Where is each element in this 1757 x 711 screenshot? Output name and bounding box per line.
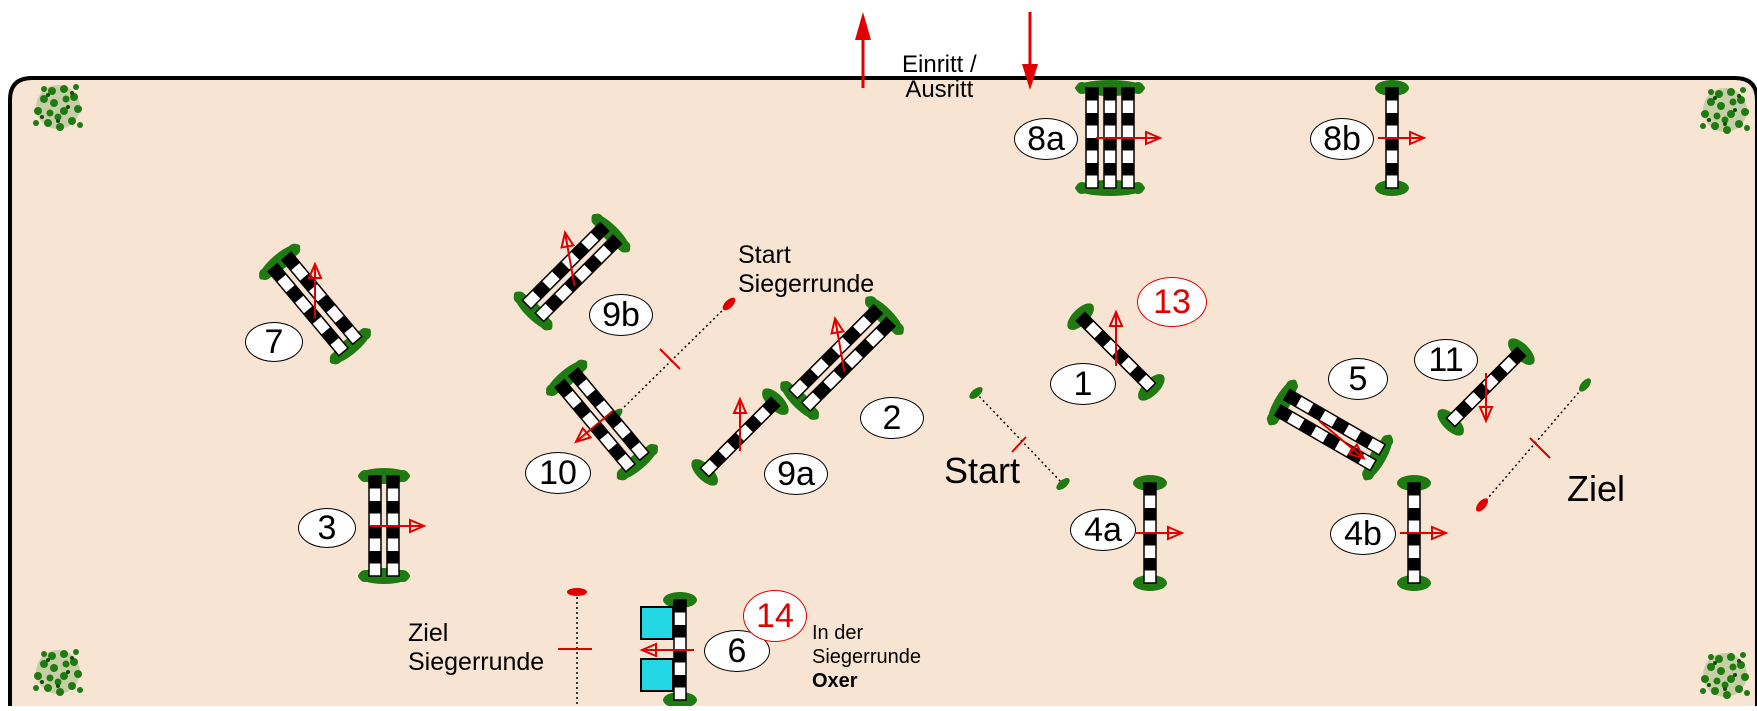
obstacle-number: 4a [1070,509,1136,551]
water-box [640,658,674,692]
obstacle-number: 7 [245,322,303,362]
fence-7 [259,243,371,365]
finish-jumpoff-label: Ziel Siegerrunde [408,620,544,676]
direction-arrow-icon [1431,525,1449,541]
fence-11 [1437,338,1535,436]
finish-jumpoff-line-2: Siegerrunde [408,648,545,677]
arena-border [8,76,1757,706]
finish-jumpoff-line-1: Ziel [408,619,449,647]
direction-arrow-icon [574,426,593,444]
arrow-up-icon [855,12,871,88]
jumpoff-note: In der Siegerrunde Oxer [812,621,921,693]
fence-8b [1375,80,1427,196]
obstacle-number: 8a [1014,118,1078,160]
obstacle-number: 9b [589,294,653,336]
fence-2 [780,296,904,420]
obstacle-number: 3 [298,508,356,548]
direction-arrow-icon [1108,309,1124,328]
jumpoff-note-line-1: In der [812,622,864,644]
entrance-label: Einritt / Ausritt [902,51,977,104]
fence-10 [546,359,658,481]
jumpoff-note-line-3: Oxer [812,670,858,692]
direction-arrow-icon [1409,130,1427,146]
obstacle-number: 1 [1050,363,1116,405]
direction-arrow-icon [639,642,657,658]
direction-arrow-icon [409,518,427,534]
obstacle-number: 2 [860,397,924,439]
obstacle-number: 9a [764,453,828,495]
obstacle-number-red: 13 [1137,277,1207,327]
direction-arrow-icon [1347,442,1366,460]
start-label: Start [944,450,1021,491]
direction-arrow-icon [1145,130,1163,146]
arrow-down-icon [1022,12,1038,90]
obstacle-number: 11 [1414,339,1478,381]
obstacle-number: 5 [1328,358,1388,400]
direction-arrow-icon [732,396,748,414]
start-jumpoff-label: Start Siegerrunde [738,242,874,298]
direction-arrow-icon [560,230,576,249]
fence-6 [639,592,697,708]
entrance-line-2: Ausritt [905,76,974,104]
fence-4a [1133,475,1185,591]
fence-8a [1075,80,1163,196]
start-jumpoff-line-1: Start [738,241,791,269]
water-box [640,606,674,640]
fence-9b [513,213,631,331]
fence-9a [691,388,789,486]
direction-arrow-icon [307,261,323,279]
obstacle-number: 10 [525,452,591,494]
fence-4b [1397,475,1449,591]
entrance-line-1: Einritt / [902,51,977,78]
finish-label: Ziel [1567,468,1626,509]
jumpoff-note-line-2: Siegerrunde [812,646,921,668]
obstacle-number: 8b [1310,118,1374,160]
obstacle-number: 4b [1330,513,1396,555]
direction-arrow-icon [830,316,846,335]
fence-5 [1266,379,1394,481]
direction-arrow-icon [1167,525,1185,541]
fence-1 [1067,303,1165,401]
start-jumpoff-line-2: Siegerrunde [738,270,875,299]
direction-arrow-icon [1478,406,1494,424]
fence-3 [358,468,427,584]
obstacle-number-red: 14 [743,590,807,642]
